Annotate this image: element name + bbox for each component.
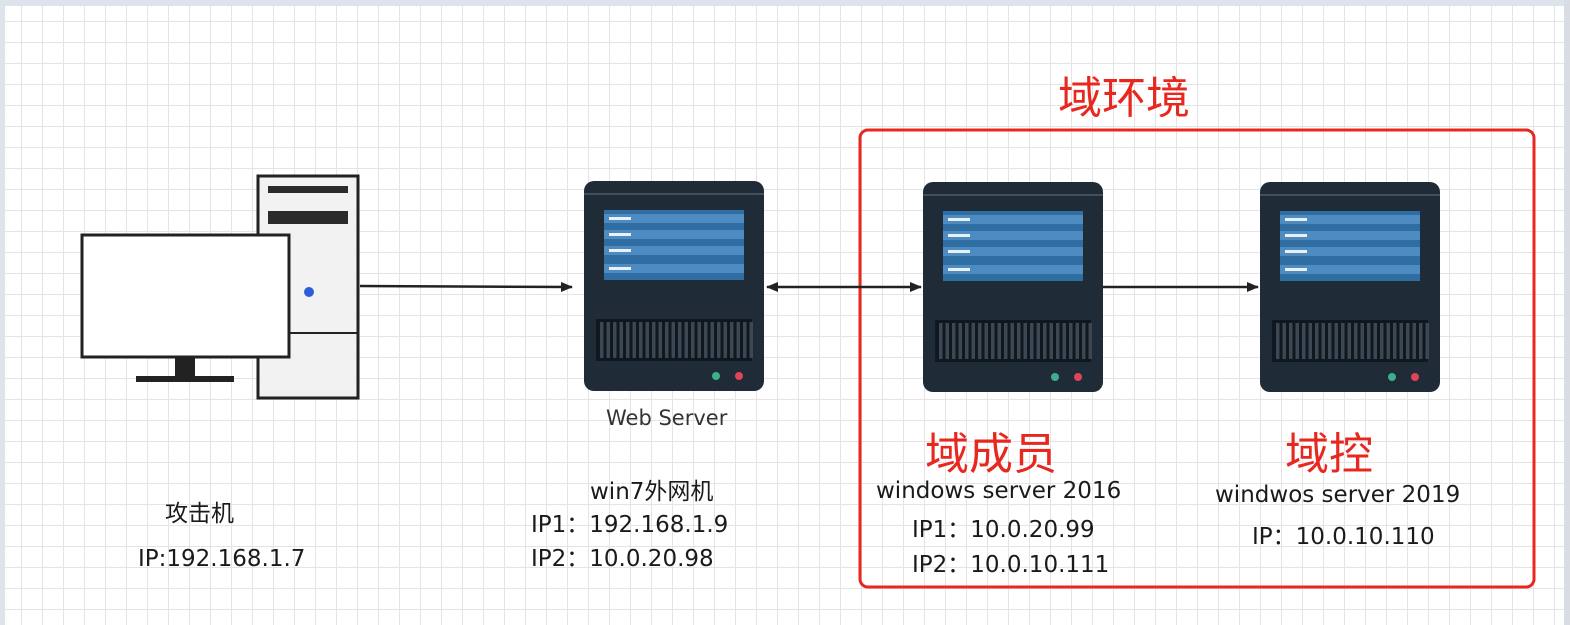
attack-arrow <box>359 281 573 292</box>
domain-environment-title: 域环境 <box>1058 73 1190 124</box>
domain-member-os: windows server 2016 <box>876 478 1122 504</box>
window-right-strip <box>1564 0 1570 625</box>
window-left-strip <box>0 0 5 625</box>
web-server-caption: Web Server <box>606 406 728 430</box>
domain-controller-server-icon <box>1260 182 1440 392</box>
domain-member-ip2: IP2：10.0.10.111 <box>912 552 1110 578</box>
attacker-title: 攻击机 <box>165 501 234 527</box>
domain-controller-ip: IP：10.0.10.110 <box>1252 524 1435 550</box>
domain-controller-title: 域控 <box>1285 429 1373 480</box>
domain-environment-box <box>858 128 1536 589</box>
attacker-ip: IP:192.168.1.7 <box>138 546 306 572</box>
domain-controller-os: windwos server 2019 <box>1215 482 1461 508</box>
web-server-icon <box>584 181 764 391</box>
window-top-strip <box>0 0 1570 6</box>
domain-member-title: 域成员 <box>925 429 1057 480</box>
web-server-ip1: IP1：192.168.1.9 <box>531 512 729 538</box>
web-server-name: win7外网机 <box>590 479 714 505</box>
domain-member-server-icon <box>923 182 1103 392</box>
web-server-ip2: IP2：10.0.20.98 <box>531 546 714 572</box>
domain-member-ip1: IP1：10.0.20.99 <box>912 517 1095 543</box>
desktop-computer-icon <box>80 174 360 400</box>
